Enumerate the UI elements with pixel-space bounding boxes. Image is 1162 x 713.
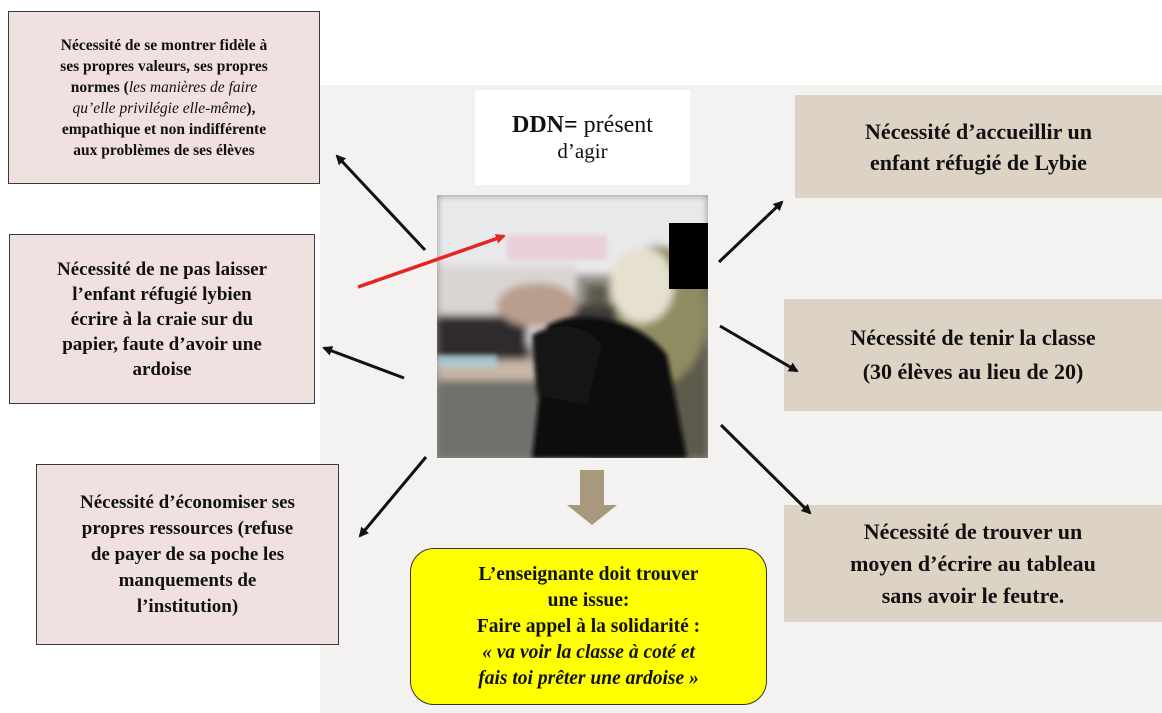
arrow-to-class <box>719 324 799 373</box>
ddn-present: présent <box>577 111 653 138</box>
ddn-title: DDN= présent d’agir <box>475 90 690 185</box>
box-class-line2: (30 élèves au lieu de 20) <box>862 359 1084 384</box>
box-marker-line1: Nécessité de trouver un <box>863 518 1083 544</box>
issue-quote-line1: « va voir la classe à coté et <box>482 641 695 663</box>
box-values-line1: Nécessité de se montrer fidèle à <box>60 36 268 54</box>
box-marker-line2: moyen d’écrire au tableau <box>850 550 1096 576</box>
arrow-to-chalk <box>322 346 405 380</box>
box-values-line3: normes ( <box>70 78 129 96</box>
box-chalk-line4: papier, faute d’avoir une <box>62 333 262 355</box>
box-values-italic2: qu’elle privilégie elle-même <box>72 99 247 117</box>
box-welcome-line1: Nécessité d’accueillir un <box>865 118 1092 144</box>
box-find-marker: Nécessité de trouver un moyen d’écrire a… <box>784 505 1162 622</box>
box-values-line5: empathique et non indifférente <box>61 120 267 138</box>
box-save-line4: manquements de <box>118 569 257 591</box>
ddn-agir: d’agir <box>557 138 608 163</box>
box-chalk-paper: Nécessité de ne pas laisser l’enfant réf… <box>9 234 315 404</box>
box-save-line2: propres ressources (refuse <box>81 517 294 539</box>
arrow-to-marker <box>719 423 812 515</box>
box-values-line2: ses propres valeurs, ses propres <box>60 57 268 75</box>
box-chalk-line1: Nécessité de ne pas laisser <box>56 258 268 280</box>
classroom-photo <box>437 195 708 458</box>
arrow-to-save <box>358 456 428 538</box>
classroom-photo-image <box>437 195 708 458</box>
ddn-label: DDN= <box>512 111 578 138</box>
box-welcome-line2: enfant réfugié de Lybie <box>870 149 1087 175</box>
red-arrow-board <box>357 233 506 289</box>
box-save-line3: de payer de sa poche les <box>90 543 285 565</box>
box-values-line4: ), <box>246 99 256 117</box>
box-fidelity-values: Nécessité de se montrer fidèle à ses pro… <box>8 11 320 184</box>
box-save-line5: l’institution) <box>136 595 239 617</box>
issue-line3: Faire appel à la solidarité : <box>476 615 701 637</box>
box-chalk-line2: l’enfant réfugié lybien <box>72 283 252 305</box>
box-class-line1: Nécessité de tenir la classe <box>850 325 1096 350</box>
issue-line1: L’enseignante doit trouver <box>478 563 699 585</box>
arrow-to-welcome <box>717 200 784 264</box>
box-hold-class: Nécessité de tenir la classe (30 élèves … <box>784 299 1162 411</box>
arrow-to-values <box>335 154 427 252</box>
box-welcome-refugee: Nécessité d’accueillir un enfant réfugié… <box>795 95 1162 198</box>
down-arrow <box>567 470 617 525</box>
issue-solution-box: L’enseignante doit trouver une issue: Fa… <box>410 548 767 705</box>
issue-quote-line2: fais toi prêter une ardoise » <box>478 667 699 689</box>
box-save-resources: Nécessité d’économiser ses propres resso… <box>36 464 339 645</box>
box-save-line1: Nécessité d’économiser ses <box>80 491 295 513</box>
issue-line2: une issue: <box>547 589 630 611</box>
box-values-line6: aux problèmes de ses élèves <box>73 141 255 159</box>
box-values-italic1: les manières de faire <box>128 78 258 96</box>
box-chalk-line5: ardoise <box>132 358 192 380</box>
box-marker-line3: sans avoir le feutre. <box>881 582 1065 608</box>
box-chalk-line3: écrire à la craie sur du <box>70 308 254 330</box>
